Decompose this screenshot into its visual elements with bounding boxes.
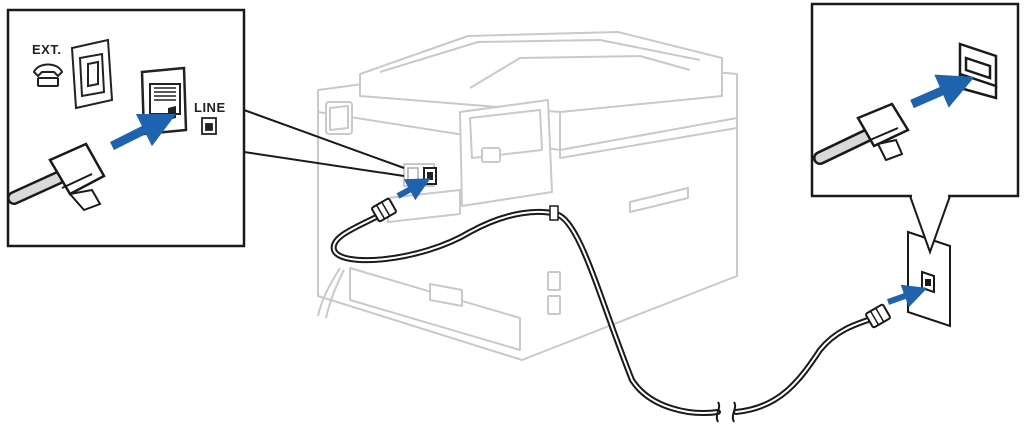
printer-illustration (317, 31, 738, 361)
printer-line-port (423, 167, 437, 185)
phone-plug-closeup (7, 142, 106, 212)
callout-wall-closeup (810, 2, 1020, 255)
phone-cord (330, 208, 877, 416)
ext-port (70, 38, 114, 110)
cable-clip (549, 205, 559, 221)
cable-plug-printer-end (371, 197, 397, 223)
printer-ext-port (407, 167, 419, 185)
cable-plug-wall-end (865, 303, 891, 329)
wall-insert-arrow-icon (886, 284, 928, 308)
telephone-icon (32, 63, 64, 87)
wall-plug-closeup (813, 102, 910, 165)
wall-closeup-arrow-icon (910, 74, 975, 109)
line-port-icon (201, 117, 217, 135)
ext-label: EXT. (32, 42, 61, 57)
insert-arrow-icon (109, 113, 177, 151)
printer-port-arrow-icon (396, 178, 431, 201)
cable-break-marker (715, 401, 737, 423)
line-label: LINE (194, 100, 226, 115)
callout-ports-closeup: EXT. LINE (6, 8, 405, 248)
